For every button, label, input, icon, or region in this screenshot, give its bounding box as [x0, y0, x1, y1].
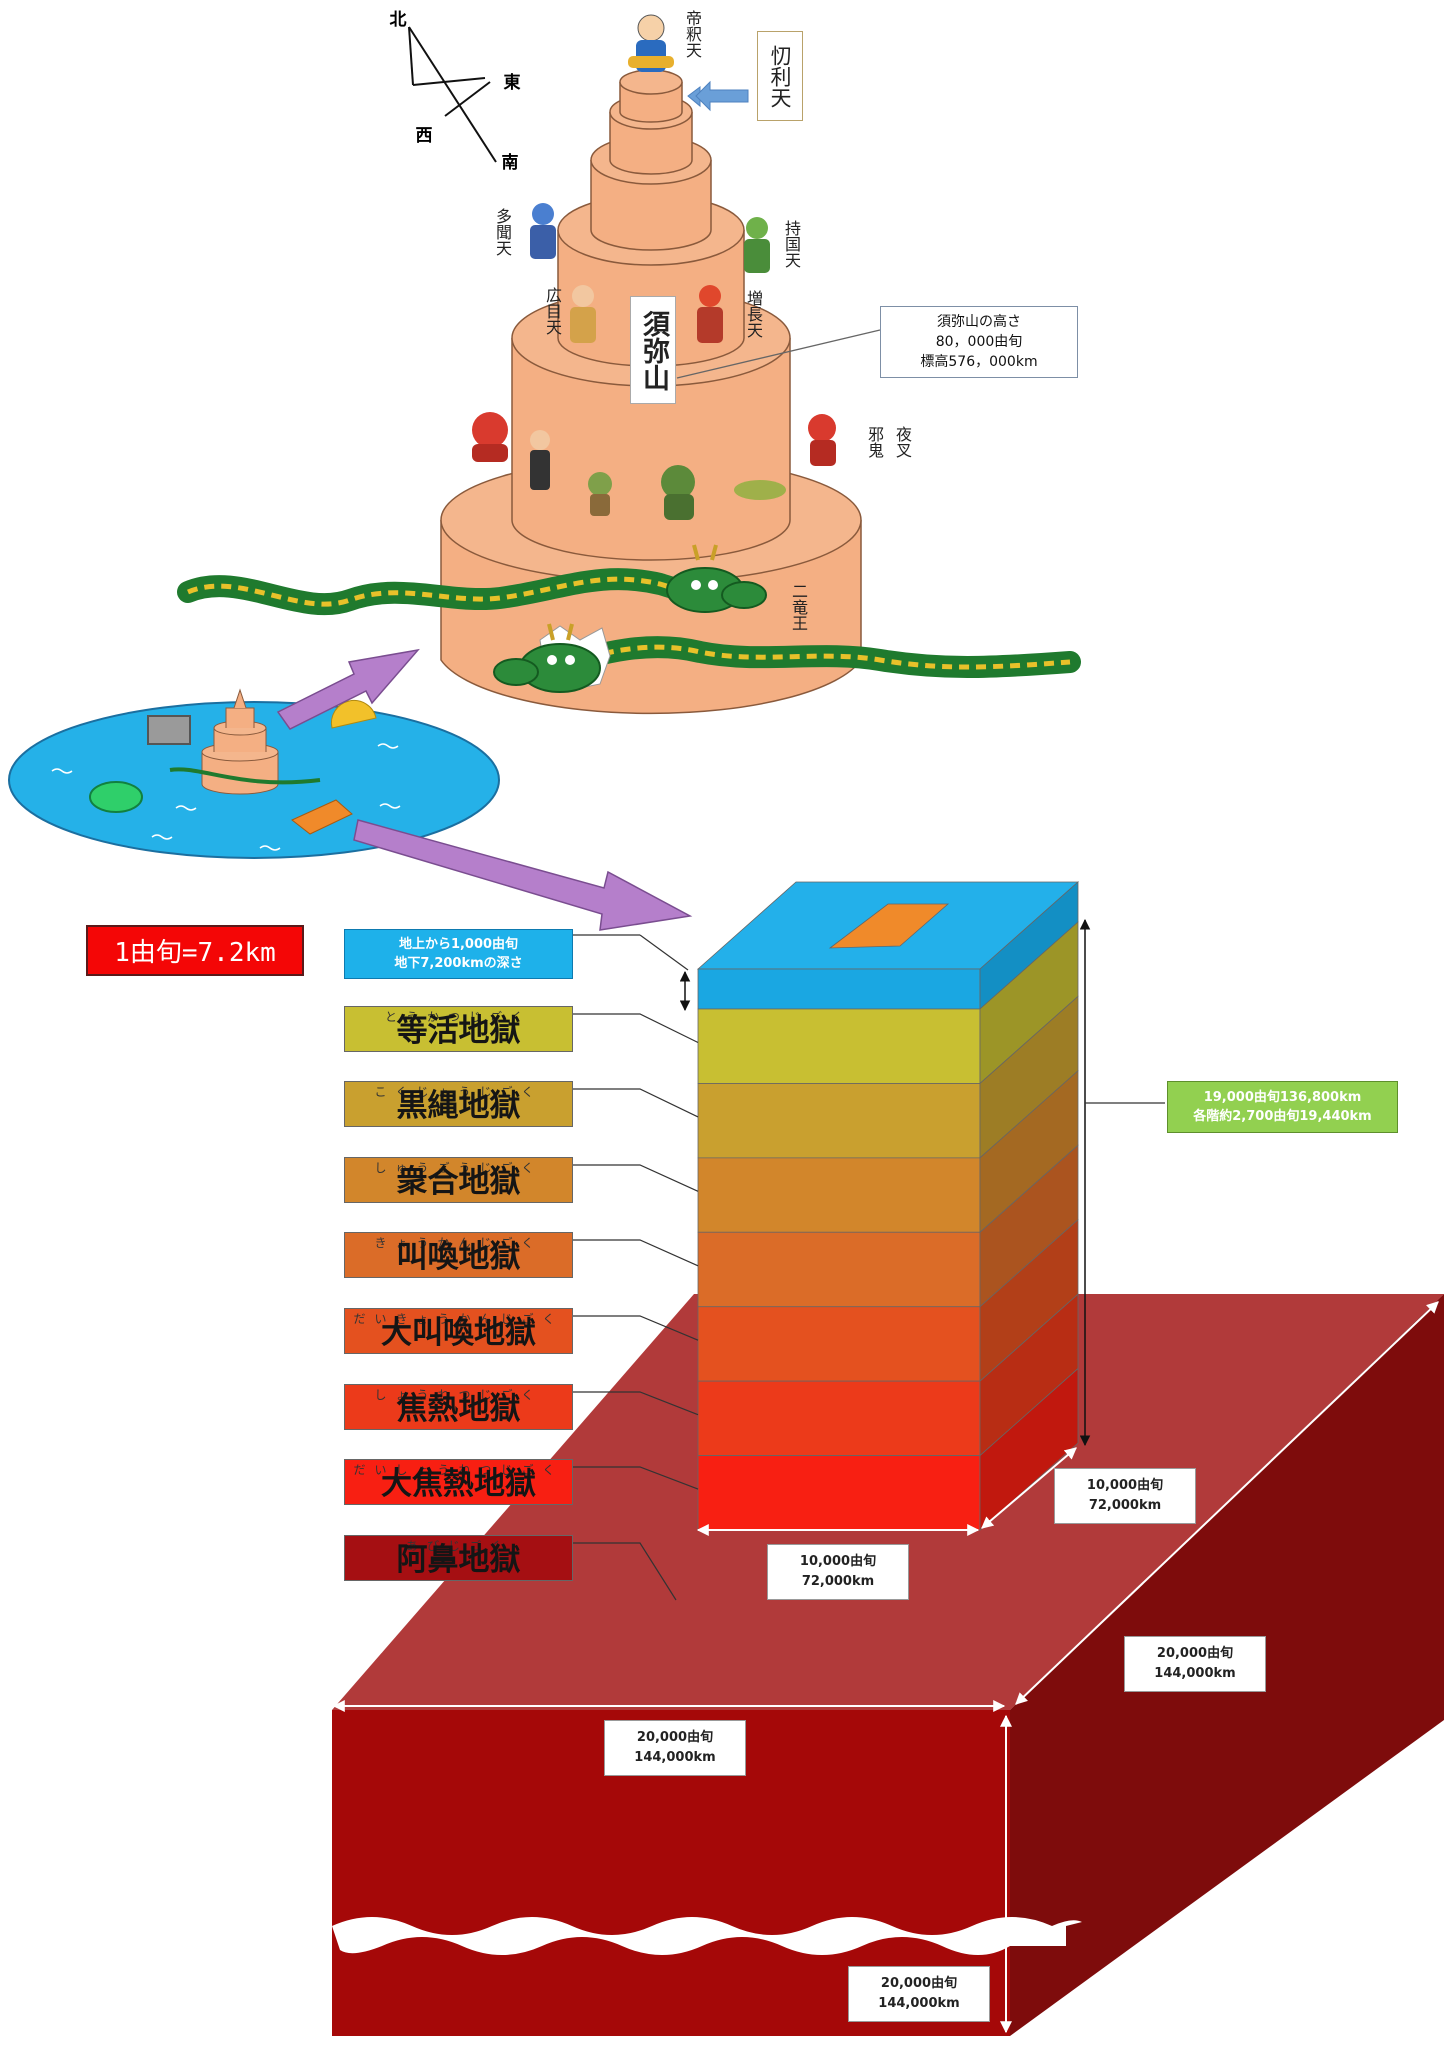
compass-east: 東 [503, 72, 521, 93]
dim-column-depth: 10,000由旬 72,000km [1054, 1468, 1196, 1524]
hell-label-8: あびじごく 阿鼻地獄 [344, 1535, 573, 1581]
column-layer-front [697, 1231, 981, 1308]
dim-line: 20,000由旬 [636, 1730, 714, 1745]
demons-label: 夜叉 邪鬼 [865, 426, 912, 458]
hell-leader [573, 1315, 699, 1341]
dragons-label: 二竜王 [789, 583, 808, 631]
hell-leader [573, 1013, 699, 1044]
hell-reading: とうかつじごく [384, 1010, 532, 1024]
surface-note-line-1: 地上から1,000由旬 [398, 937, 519, 952]
hell-name: 黒縄地獄 [396, 1088, 521, 1124]
column-ocean-front [697, 968, 981, 1010]
king-east-label: 持国天 [782, 220, 801, 268]
column-continent [828, 903, 950, 949]
dim-line: 10,000由旬 [1086, 1478, 1164, 1493]
surface-note-line-2: 地下7,200kmの深さ [394, 956, 523, 971]
depth-note: 19,000由旬136,800km 各階約2,700由旬19,440km [1167, 1081, 1398, 1133]
dim-line: 72,000km [801, 1574, 875, 1589]
heaven-label: 忉利天 [768, 44, 792, 108]
hell-name: 大焦熱地獄 [381, 1466, 536, 1502]
hell-leader [573, 1088, 699, 1118]
dim-line: 20,000由旬 [1156, 1646, 1234, 1661]
compass-south: 南 [501, 152, 519, 173]
hell-label-6: しょうねつじごく 焦熱地獄 [344, 1384, 573, 1430]
heaven-arrow-head [695, 80, 749, 112]
hell-column [696, 881, 1080, 1531]
dim-line: 72,000km [1088, 1498, 1162, 1513]
column-layer-front [697, 1157, 981, 1233]
dimension-arrows [332, 918, 1439, 2034]
hell-leader [573, 1391, 699, 1416]
compass-west: 西 [415, 125, 433, 146]
hell-reading: きょうかんじごく [374, 1236, 543, 1250]
hell-name: 焦熱地獄 [396, 1391, 521, 1427]
height-note-leader [676, 329, 881, 379]
column-layer-front [697, 1380, 981, 1456]
depth-note-line-2: 各階約2,700由旬19,440km [1193, 1109, 1372, 1124]
king-south-label: 増長天 [744, 290, 763, 338]
hell-name: 等活地獄 [396, 1013, 521, 1049]
purple-arrow-up [276, 648, 420, 730]
hell-reading: だいきょうかんじごく [353, 1312, 564, 1326]
compass-north: 北 [389, 9, 407, 30]
hell-name: 大叫喚地獄 [381, 1315, 536, 1351]
dim-column-width: 10,000由旬 72,000km [767, 1544, 909, 1600]
deity-figures [472, 14, 836, 520]
dim-base-width: 20,000由旬 144,000km [604, 1720, 746, 1776]
hell-reading: だいしょうねつじごく [353, 1463, 564, 1477]
hell-label-7: だいしょうねつじごく 大焦熱地獄 [344, 1459, 573, 1505]
hell-name: 叫喚地獄 [396, 1239, 521, 1275]
dim-base-height: 20,000由旬 144,000km [848, 1966, 990, 2022]
purple-arrow-down [353, 819, 693, 931]
top-deity-label: 帝釈天 [683, 10, 702, 58]
hell-label-4: きょうかんじごく 叫喚地獄 [344, 1232, 573, 1278]
hell-leader [573, 1466, 699, 1490]
height-note-box: 須弥山の高さ 80，000由旬 標高576，000km [880, 306, 1078, 378]
hell-leader-lines [573, 1013, 699, 1601]
column-layer-front [697, 1455, 981, 1531]
hell-reading: あびじごく [405, 1539, 511, 1553]
dim-line: 144,000km [1154, 1666, 1236, 1681]
height-note-line-2: 80，000由旬 [935, 334, 1023, 350]
mountain-name: 須弥山 [638, 309, 669, 391]
compass-graphic [408, 26, 497, 163]
hell-leader [573, 1542, 677, 1601]
column-layer-front [697, 1083, 981, 1159]
hell-label-3: しゅうごうじごく 衆合地獄 [344, 1157, 573, 1203]
dim-line: 10,000由旬 [799, 1554, 877, 1569]
dim-line: 144,000km [634, 1750, 716, 1765]
king-north-label: 多聞天 [493, 208, 512, 256]
unit-note: 1由旬=7.2km [86, 925, 304, 976]
hell-reading: しょうねつじごく [374, 1388, 543, 1402]
hell-label-1: とうかつじごく 等活地獄 [344, 1006, 573, 1052]
hell-reading: しゅうごうじごく [374, 1161, 543, 1175]
depth-note-line-1: 19,000由旬136,800km [1203, 1090, 1362, 1105]
king-west-label: 広目天 [543, 287, 562, 335]
dragon-upper [177, 544, 767, 616]
column-layer-front [697, 1008, 981, 1084]
dragon-lower [493, 623, 1081, 693]
dim-base-depth: 20,000由旬 144,000km [1124, 1636, 1266, 1692]
dim-line: 20,000由旬 [880, 1976, 958, 1991]
height-note-line-1: 須弥山の高さ [937, 314, 1021, 330]
heaven-label-box: 忉利天 [757, 31, 803, 121]
mountain-name-box: 須弥山 [630, 296, 676, 404]
hell-leader [573, 1239, 699, 1267]
dim-line: 144,000km [878, 1996, 960, 2011]
hell-name: 衆合地獄 [396, 1164, 521, 1200]
hell-reading: こくじょうじごく [374, 1085, 543, 1099]
ocean-disc [8, 688, 500, 859]
surface-note: 地上から1,000由旬 地下7,200kmの深さ [344, 929, 573, 979]
hell-label-5: だいきょうかんじごく 大叫喚地獄 [344, 1308, 573, 1354]
hell-label-2: こくじょうじごく 黒縄地獄 [344, 1081, 573, 1127]
column-layer-front [697, 1306, 981, 1382]
hell-name: 阿鼻地獄 [396, 1542, 521, 1578]
height-note-line-3: 標高576，000km [920, 354, 1038, 370]
hell-leader [573, 1164, 699, 1192]
